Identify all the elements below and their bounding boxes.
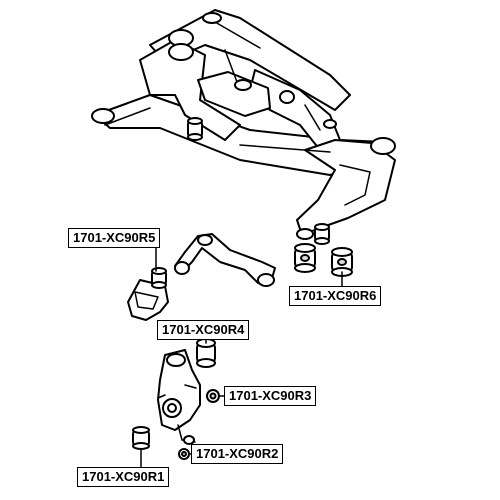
bracket-r5-illustration xyxy=(127,267,169,321)
subframe-bushing-right xyxy=(296,223,330,245)
bushing-r2-illustration xyxy=(178,448,190,460)
bushing-r4-illustration xyxy=(196,338,216,368)
part-label-r3[interactable]: 1701-XC90R3 xyxy=(224,386,317,406)
part-label-r6[interactable]: 1701-XC90R6 xyxy=(289,286,382,306)
bushing-r3-illustration xyxy=(206,389,220,403)
subframe-bushing-left xyxy=(187,117,203,141)
bushing-r1-illustration xyxy=(132,426,150,450)
rear-subframe xyxy=(91,9,396,245)
part-label-r5[interactable]: 1701-XC90R5 xyxy=(68,228,161,248)
wheel-knuckle xyxy=(157,349,201,445)
part-label-r2[interactable]: 1701-XC90R2 xyxy=(191,444,284,464)
part-label-r4[interactable]: 1701-XC90R4 xyxy=(157,320,250,340)
part-label-r1[interactable]: 1701-XC90R1 xyxy=(77,467,170,487)
control-arm xyxy=(174,233,276,287)
bushing-r6-illustration xyxy=(294,243,353,277)
